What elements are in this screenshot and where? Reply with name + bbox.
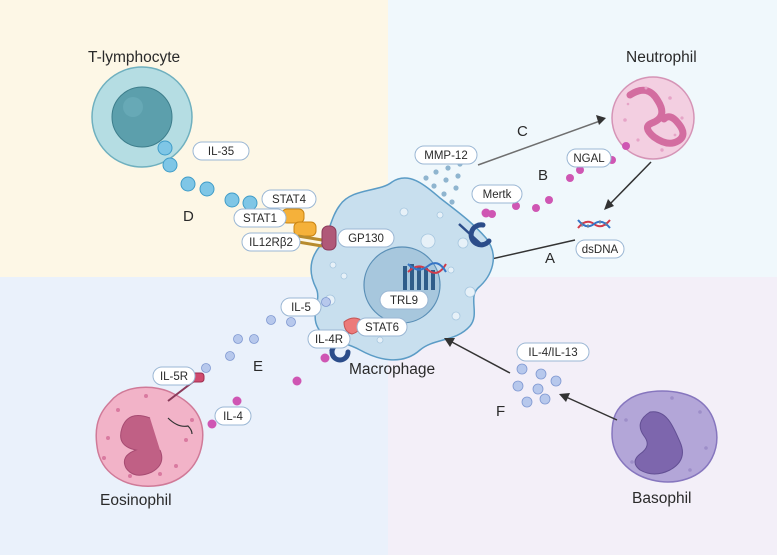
trl9-receptor-icon — [403, 262, 447, 290]
il35-label: IL-35 — [208, 146, 234, 158]
arrow-basophil-il4-il13-head — [559, 393, 570, 402]
stat6-label: STAT6 — [365, 322, 399, 334]
stat4-label: STAT4 — [272, 194, 307, 206]
il4-il13-cytokine-dots — [512, 363, 562, 408]
il4r-label: IL-4R — [315, 334, 343, 346]
arrow-neutrophil-dsdna — [609, 161, 652, 205]
gp130-label-pill: GP130 — [337, 228, 395, 248]
il35-receptor-complex-icon — [281, 208, 337, 251]
arrow-basophil-il4-il13 — [565, 396, 618, 421]
arrow-neutrophil-dsdna-head — [604, 199, 614, 210]
basophil-cell — [611, 390, 718, 483]
t-lymphocyte-label: T-lymphocyte — [88, 49, 180, 66]
pathway-d-label: D — [183, 208, 194, 225]
arrow-c — [477, 120, 601, 166]
stat1-label-pill: STAT1 — [233, 208, 287, 228]
gp130-label: GP130 — [348, 233, 384, 245]
dsdna-helix-icon — [577, 219, 611, 229]
macrophage-label: Macrophage — [349, 361, 435, 378]
il5r-label-pill: IL-5R — [152, 366, 196, 386]
il4-label: IL-4 — [223, 411, 243, 423]
il12rb2-label: IL12Rβ2 — [249, 237, 293, 249]
stat6-label-pill: STAT6 — [356, 317, 408, 337]
basophil-label: Basophil — [632, 490, 691, 507]
eosinophil-cell — [95, 372, 205, 487]
il4-label-pill: IL-4 — [214, 406, 252, 426]
dsdna-label-pill: dsDNA — [575, 239, 625, 259]
ngal-label: NGAL — [573, 153, 605, 165]
pathway-e-label: E — [253, 358, 263, 375]
mmp12-label-pill: MMP-12 — [414, 145, 478, 165]
ngal-label-pill: NGAL — [566, 148, 612, 168]
il4-il13-label-pill: IL-4/IL-13 — [516, 342, 590, 362]
pathway-a-label: A — [545, 250, 555, 267]
dsdna-label: dsDNA — [582, 244, 619, 256]
trl9-label-pill: TRL9 — [379, 290, 429, 310]
arrow-basophil-macrophage — [449, 340, 511, 374]
il5-label: IL-5 — [291, 302, 311, 314]
trl9-label: TRL9 — [390, 295, 418, 307]
il4r-label-pill: IL-4R — [307, 329, 351, 349]
mertk-receptor-icon — [458, 208, 492, 248]
t-lymphocyte-cell — [91, 66, 193, 168]
pathway-b-label: B — [538, 167, 548, 184]
il5-label-pill: IL-5 — [280, 297, 322, 317]
pathway-c-label: C — [517, 123, 528, 140]
il4-il13-label: IL-4/IL-13 — [528, 347, 577, 359]
mertk-label: Mertk — [483, 189, 512, 201]
stat4-label-pill: STAT4 — [261, 189, 317, 209]
eosinophil-label: Eosinophil — [100, 492, 172, 509]
arrow-c-head — [596, 115, 606, 125]
il12rb2-label-pill: IL12Rβ2 — [241, 232, 301, 252]
il5r-label: IL-5R — [160, 371, 188, 383]
neutrophil-cell — [611, 76, 695, 160]
il5-cytokine-dots — [201, 297, 331, 373]
arrow-basophil-macrophage-head — [444, 338, 455, 347]
mertk-label-pill: Mertk — [471, 184, 523, 204]
il35-label-pill: IL-35 — [192, 141, 250, 161]
neutrophil-label: Neutrophil — [626, 49, 697, 66]
mmp12-label: MMP-12 — [424, 150, 467, 162]
stat1-label: STAT1 — [243, 213, 277, 225]
il35-cytokine-dots — [157, 140, 258, 211]
pathway-f-label: F — [496, 403, 505, 420]
